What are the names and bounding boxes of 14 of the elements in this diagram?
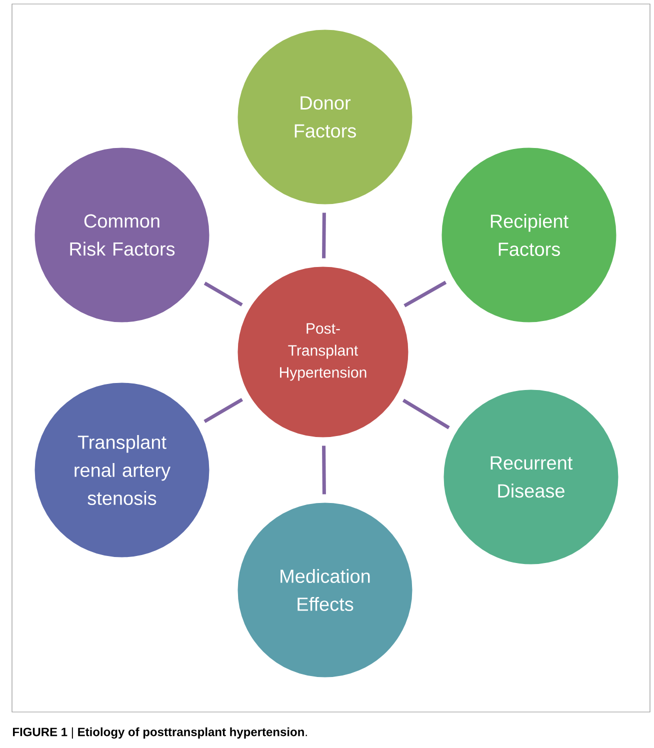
circle-node: Medication Effects (236, 501, 414, 679)
connector-line (322, 446, 326, 494)
connector-line (404, 280, 447, 308)
circle-node: Post-Transplant Hypertension (236, 265, 410, 439)
circle-node: Transplant renal artery stenosis (33, 381, 211, 559)
connector-line (204, 282, 243, 306)
circle-node: Donor Factors (236, 28, 414, 206)
circle-node: Recipient Factors (440, 146, 618, 324)
figure-caption: FIGURE 1 | Etiology of posttransplant hypertension. (13, 727, 307, 739)
connector-line (322, 212, 326, 258)
circle-node: Recurrent Disease (442, 388, 620, 566)
connector-line (402, 398, 450, 430)
connector-line (204, 398, 244, 424)
circle-node: Common Risk Factors (33, 146, 211, 324)
